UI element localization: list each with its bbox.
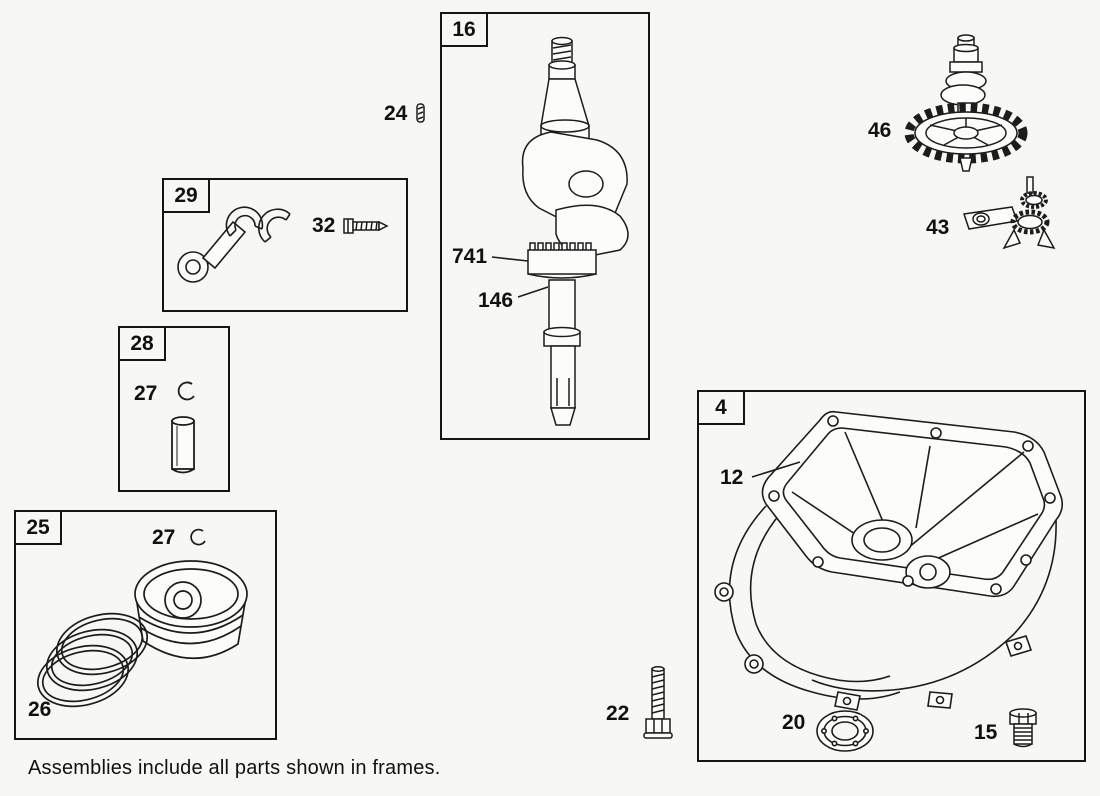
part-label-27-frame28: 27: [134, 382, 158, 405]
part-label-26: 26: [28, 698, 52, 721]
crankshaft-drawing: [521, 36, 629, 426]
part-label-20: 20: [782, 711, 806, 734]
frame-29-label: 29: [164, 180, 210, 213]
frame-connecting-rod: 29: [162, 178, 408, 312]
part-label-24: 24: [384, 102, 408, 125]
part-label-43: 43: [926, 216, 950, 239]
sump-bolt-drawing: [643, 666, 673, 739]
part-label-15: 15: [974, 721, 998, 744]
frame-16-label: 16: [442, 14, 488, 47]
assemblies-note: Assemblies include all parts shown in fr…: [28, 757, 441, 779]
frame-25-label: 25: [16, 512, 62, 545]
piston-rings-drawing: [36, 612, 149, 708]
governor-drawing: [963, 176, 1056, 250]
rod-screw-drawing: [343, 218, 389, 234]
frame-4-label: 4: [699, 392, 745, 425]
piston-pin-drawing: [171, 381, 195, 474]
piston-drawing: [134, 528, 248, 660]
part-label-146: 146: [478, 289, 514, 312]
oil-seal-drawing: [816, 710, 874, 752]
part-label-22: 22: [606, 702, 630, 725]
frame-piston-assembly: 25: [14, 510, 277, 740]
part-label-12: 12: [720, 466, 744, 489]
part-label-27-frame25: 27: [152, 526, 176, 549]
connecting-rod-drawing: [177, 206, 291, 283]
oil-plug-drawing: [1009, 708, 1037, 748]
part-label-46: 46: [868, 119, 892, 142]
camshaft-drawing: [904, 34, 1028, 172]
frame-sump: 4: [697, 390, 1086, 762]
frame-piston-pin: 28: [118, 326, 230, 492]
dowel-pin-drawing: [416, 103, 425, 123]
frame-crankshaft: 16: [440, 12, 650, 440]
frame-28-label: 28: [120, 328, 166, 361]
part-label-741: 741: [452, 245, 488, 268]
part-label-32: 32: [312, 214, 336, 237]
sump-drawing: [714, 410, 1064, 711]
leader-lines: [491, 256, 801, 478]
